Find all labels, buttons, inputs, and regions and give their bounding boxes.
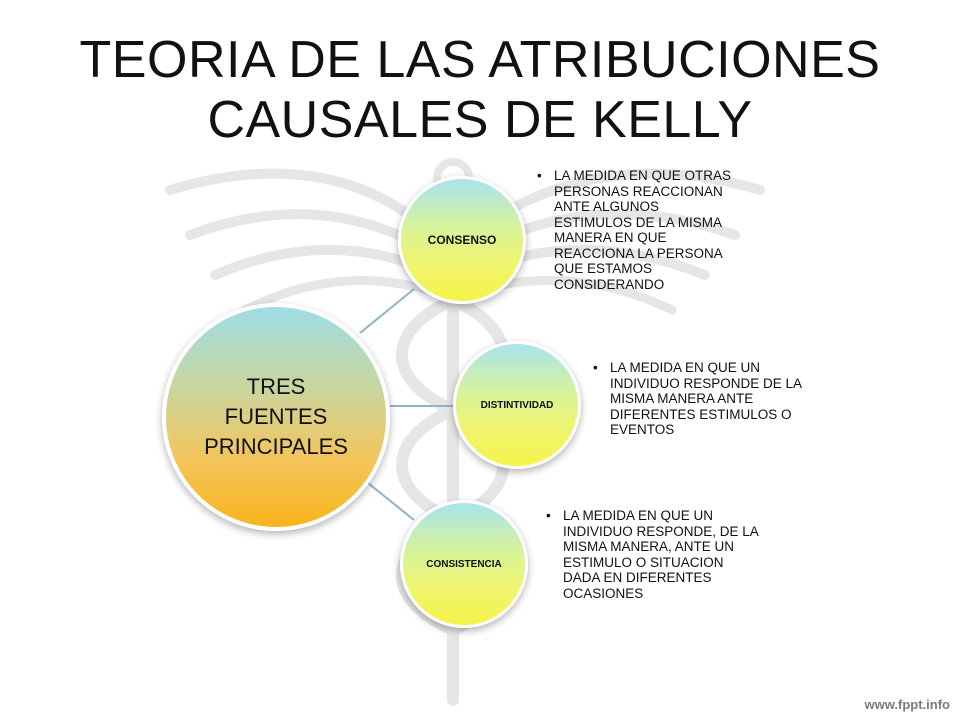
description-item-consenso: • LA MEDIDA EN QUE OTRAS PERSONAS REACCIO… [537, 168, 737, 292]
description-text-distintividad: LA MEDIDA EN QUE UN INDIVIDUO RESPONDE D… [610, 360, 802, 437]
node-label-consenso: CONSENSO [427, 233, 497, 247]
node-circle-consistencia: CONSISTENCIA [400, 500, 528, 628]
connector-consistencia [367, 482, 415, 521]
slide-title: TEORIA DE LAS ATRIBUCIONES CAUSALES DE K… [30, 30, 930, 150]
node-circle-distintividad: DISTINTIVIDAD [453, 341, 581, 469]
bullet-icon: • [546, 508, 551, 523]
description-consenso: • LA MEDIDA EN QUE OTRAS PERSONAS REACCIO… [537, 168, 737, 292]
footer-url: www.fppt.info [864, 697, 950, 712]
description-consistencia: • LA MEDIDA EN QUE UN INDIVIDUO RESPONDE,… [546, 508, 761, 601]
connector-consenso [359, 288, 415, 334]
center-label-line-1: TRES [246, 374, 306, 399]
center-circle-tres-fuentes: TRES FUENTES PRINCIPALES [162, 303, 390, 531]
description-item-distintividad: • LA MEDIDA EN QUE UN INDIVIDUO RESPONDE … [593, 360, 818, 438]
center-label-line-2: FUENTES [224, 404, 328, 429]
slide-title-line-1: TEORIA DE LAS ATRIBUCIONES [79, 31, 881, 89]
node-label-consistencia: CONSISTENCIA [426, 558, 502, 570]
center-label-line-3: PRINCIPALES [204, 434, 348, 459]
center-circle-label: TRES FUENTES PRINCIPALES [186, 372, 366, 462]
node-circle-consenso: CONSENSO [398, 176, 526, 304]
description-text-consistencia: LA MEDIDA EN QUE UN INDIVIDUO RESPONDE, … [563, 508, 759, 601]
slide-title-line-2: CAUSALES DE KELLY [207, 91, 753, 149]
description-item-consistencia: • LA MEDIDA EN QUE UN INDIVIDUO RESPONDE,… [546, 508, 761, 601]
bullet-icon: • [537, 168, 542, 183]
node-label-distintividad: DISTINTIVIDAD [480, 399, 554, 411]
description-text-consenso: LA MEDIDA EN QUE OTRAS PERSONAS REACCION… [554, 168, 732, 292]
description-distintividad: • LA MEDIDA EN QUE UN INDIVIDUO RESPONDE … [593, 360, 818, 438]
bullet-icon: • [593, 360, 598, 375]
